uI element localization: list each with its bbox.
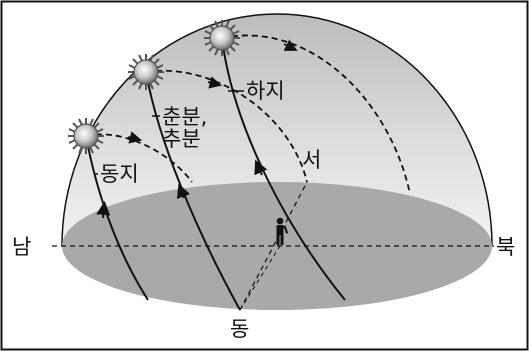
direction-arrow-icon [96,201,111,219]
west-label: 서 [302,148,321,172]
sun-icon [67,117,105,155]
equinox-label-line1: 춘분, [162,105,207,129]
equinox-path-dashed [145,69,308,183]
south-label: 남 [12,235,31,259]
winter-solstice-label: 동지 [100,162,139,186]
winter-solstice-path-solid [85,135,149,301]
observer-icon [276,217,289,245]
direction-arrow-icon [254,159,268,176]
direction-arrow-icon [207,76,223,89]
east-west-line [239,181,308,311]
summer-solstice-label: 하지 [246,79,285,103]
east-label: 동 [230,317,249,341]
summer-solstice-path-dashed [221,34,411,195]
equinox-label-line2: 추분 [162,127,201,151]
north-label: 북 [496,235,515,259]
sun-icon [127,53,165,91]
direction-arrow-icon [283,39,298,51]
sun-icon [203,19,241,57]
direction-arrow-icon [176,183,191,200]
direction-arrow-icon [127,131,143,144]
